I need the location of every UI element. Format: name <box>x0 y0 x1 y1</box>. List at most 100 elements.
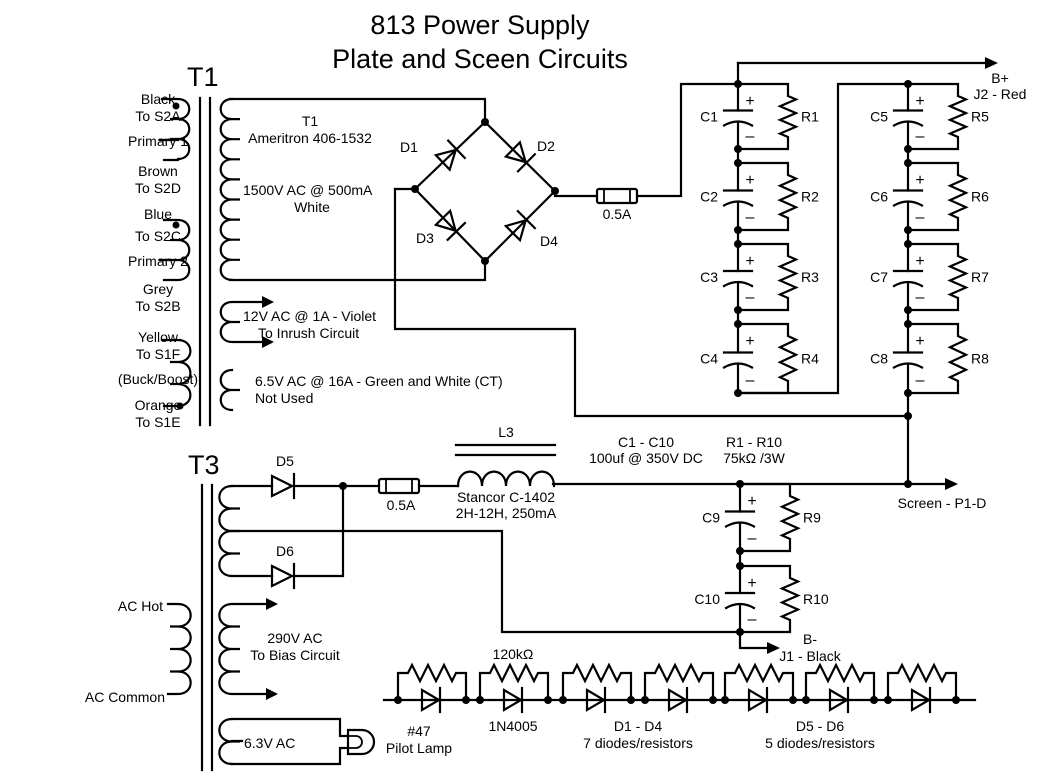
title-line-2: Plate and Sceen Circuits <box>332 44 628 74</box>
t3-label: T3 <box>188 450 220 480</box>
capacitor-label: C7 <box>870 269 888 285</box>
t1-primary-label: To S2A <box>135 108 181 124</box>
plus-sign: + <box>747 493 756 510</box>
t1-aux2-note: Not Used <box>255 390 313 406</box>
resistor-icon <box>886 662 958 702</box>
node <box>481 257 489 265</box>
diode-bar <box>446 221 467 242</box>
bplus-label: B+ <box>991 70 1009 86</box>
t1-model: Ameritron 406-1532 <box>248 130 372 146</box>
diode-icon <box>910 688 932 712</box>
diode-bar <box>516 209 537 230</box>
wire <box>635 82 740 198</box>
diode-bar <box>446 139 467 160</box>
t3-primary-winding <box>166 602 192 696</box>
resistor-icon <box>736 82 799 151</box>
t1-primary-label: Blue <box>144 206 172 222</box>
t1-primary-label: (Buck/Boost) <box>118 371 198 387</box>
resistor-icon <box>738 564 801 634</box>
diode-icon <box>420 688 442 712</box>
bminus-arrow-icon <box>767 642 780 654</box>
group1-range: D1 - D4 <box>614 718 662 734</box>
ac-hot-label: AC Hot <box>118 598 163 614</box>
arrow-icon <box>262 336 274 348</box>
diode-d1-icon <box>433 139 467 172</box>
transformer-t3: T3 AC Hot AC Common 290V AC To Bias Circ… <box>85 450 452 772</box>
bridge-diamond <box>413 120 557 263</box>
node <box>411 185 419 193</box>
wire <box>228 259 487 282</box>
t1-primary-label: Grey <box>143 281 173 297</box>
plus-sign: + <box>745 93 754 110</box>
resistor-label: R1 <box>801 109 819 125</box>
t1-primary-label: Orange <box>135 397 182 413</box>
capacitor-label: C5 <box>870 109 888 125</box>
choke-spec: 2H-12H, 250mA <box>456 505 557 521</box>
t1-primary-winding <box>158 97 192 408</box>
resistor-icon <box>736 161 799 232</box>
t1-aux1-dest: To Inrush Circuit <box>258 325 359 341</box>
diode-resistor-unit <box>559 662 635 714</box>
resistor-icon <box>906 322 969 395</box>
node <box>551 187 559 195</box>
t1-primary-label: To S2C <box>135 228 181 244</box>
diode-icon <box>828 688 850 712</box>
title-line-1: 813 Power Supply <box>370 10 590 40</box>
diode-resistor-unit <box>394 662 470 714</box>
fuse-screen <box>377 477 421 495</box>
node <box>904 159 912 167</box>
capacitor-plate-curved <box>722 362 754 370</box>
diode-resistor-unit <box>802 662 878 714</box>
plus-sign: + <box>915 253 924 270</box>
caps-range: C1 - C10 <box>618 434 674 450</box>
resistor-icon <box>643 662 715 702</box>
group2-range: D5 - D6 <box>796 718 844 734</box>
node <box>904 320 912 328</box>
node <box>904 480 912 488</box>
string-diode-part: 1N4005 <box>488 718 537 734</box>
node <box>734 159 742 167</box>
capacitor-label: C1 <box>700 109 718 125</box>
t1-primary-label: Brown <box>138 163 178 179</box>
bridge-rectifier: D1 D2 D3 D4 0.5A <box>228 82 910 418</box>
diode-d2-icon <box>503 140 537 173</box>
node <box>736 480 744 488</box>
resistor-icon <box>906 242 969 312</box>
lamp-type: #47 <box>407 723 431 739</box>
resistor-label: R4 <box>801 351 819 367</box>
resistor-label: R2 <box>801 189 819 205</box>
resistor-label: R7 <box>971 269 989 285</box>
polarity-dot <box>172 221 180 229</box>
t3-bias-winding <box>218 602 268 696</box>
diode-icon <box>585 688 607 712</box>
capacitor-plate-curved <box>722 280 754 288</box>
fuse-hv-label: 0.5A <box>603 206 632 222</box>
bias-voltage: 290V AC <box>267 630 322 646</box>
diode-label-d6: D6 <box>276 543 294 559</box>
diode-resistor-unit <box>641 662 717 714</box>
res-range: R1 - R10 <box>726 434 782 450</box>
choke-label: L3 <box>498 424 514 440</box>
capacitor-label: C8 <box>870 351 888 367</box>
diode-bar <box>516 152 537 173</box>
resistor-icon <box>723 662 795 702</box>
bminus-connector-label: J1 - Black <box>779 648 841 664</box>
resistor-icon <box>561 662 633 702</box>
t1-primary-label: To S2D <box>135 180 181 196</box>
t1-primary-label: Primary 1 <box>128 133 188 149</box>
diode-triangle <box>503 218 528 243</box>
diode-d4-icon <box>503 209 537 243</box>
plus-sign: + <box>745 172 754 189</box>
fuse-screen-label: 0.5A <box>387 497 416 513</box>
diode-d5-icon <box>270 474 295 498</box>
capacitor-label: C3 <box>700 269 718 285</box>
